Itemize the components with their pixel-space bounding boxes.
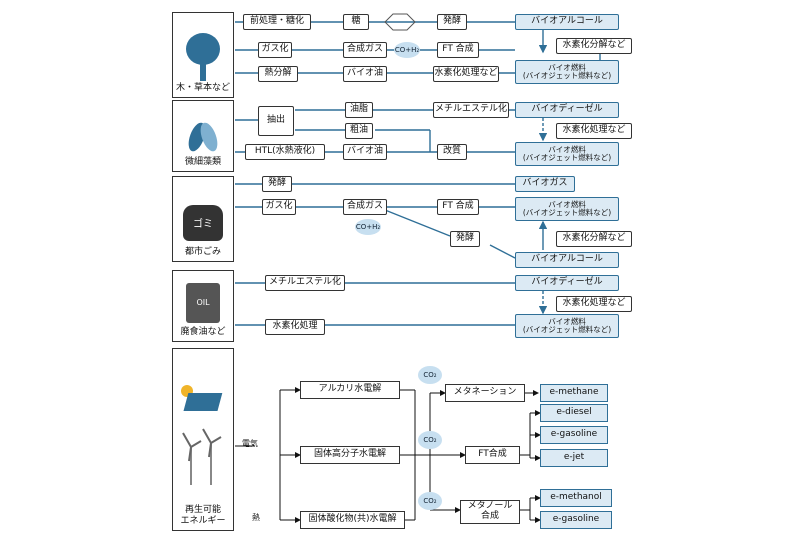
process-methanol-synth: メタノール 合成 (460, 500, 520, 524)
algae-icon (188, 122, 218, 151)
product-e-gasoline-2: e-gasoline (540, 511, 612, 529)
source-algae-label: 微細藻類 (184, 156, 221, 167)
oil-can-text: OIL (196, 298, 210, 308)
product-e-jet: e-jet (540, 449, 608, 467)
source-waste: ゴミ 都市ごみ (172, 176, 234, 262)
process-methylester: メチルエステル化 (433, 102, 509, 118)
coh2-bubble-2: CO+H₂ (355, 219, 381, 235)
heat-label: 熱 (252, 513, 260, 522)
wind-turbine-icon (182, 428, 222, 486)
co2-bubble-3: CO₂ (418, 492, 442, 510)
product-hydrocrack: 水素化分解など (556, 38, 632, 54)
source-waste-label: 都市ごみ (184, 246, 221, 257)
garbage-bag-icon: ゴミ (183, 204, 223, 241)
process-alkaline: アルカリ水電解 (300, 381, 400, 399)
product-hydrotreat2: 水素化処理など (556, 123, 632, 139)
process-upgrade: 改質 (437, 144, 467, 160)
source-oil: OIL 廃食油など (172, 270, 234, 342)
oil-can-icon: OIL (186, 282, 220, 323)
co2-bubble-2: CO₂ (418, 431, 442, 449)
process-hydrotreat: 水素化処理など (433, 66, 499, 82)
product-biofuel-2: バイオ燃料 (バイオジェット燃料など) (515, 142, 619, 166)
tree-icon (186, 32, 220, 81)
source-wood-label: 木・草本など (175, 82, 230, 93)
process-waste-ferment-2: 発酵 (450, 231, 480, 247)
product-bioalcohol-2: バイオアルコール (515, 252, 619, 268)
process-methanation: メタネーション (445, 384, 525, 402)
source-renewable-label: 再生可能 エネルギー (180, 505, 226, 526)
process-pretreat: 前処理・糖化 (243, 14, 311, 30)
product-biofuel-1: バイオ燃料 (バイオジェット燃料など) (515, 60, 619, 84)
coh2-bubble: CO+H₂ (394, 42, 420, 58)
process-gasify: ガス化 (258, 42, 292, 58)
process-pem: 固体高分子水電解 (300, 446, 400, 464)
process-oil-methylester: メチルエステル化 (265, 275, 345, 291)
process-soec: 固体酸化物(共)水電解 (300, 511, 405, 529)
source-algae: 微細藻類 (172, 100, 234, 172)
product-biodiesel: バイオディーゼル (515, 102, 619, 118)
process-extract: 抽出 (258, 106, 294, 136)
product-biogas: バイオガス (515, 176, 575, 192)
sugar-molecule-icon (384, 13, 416, 31)
product-bioalcohol: バイオアルコール (515, 14, 619, 30)
source-renewable: 再生可能 エネルギー (172, 348, 234, 531)
product-hydrocrack-2: 水素化分解など (556, 231, 632, 247)
source-oil-label: 廃食油など (180, 326, 226, 337)
product-e-methanol: e-methanol (540, 489, 612, 507)
product-biofuel-3: バイオ燃料 (バイオジェット燃料など) (515, 197, 619, 221)
process-waste-ferment: 発酵 (262, 176, 292, 192)
process-syngas: 合成ガス (343, 42, 387, 58)
source-wood: 木・草本など (172, 12, 234, 98)
product-e-gasoline: e-gasoline (540, 426, 608, 444)
product-e-methane: e-methane (540, 384, 608, 402)
process-htl: HTL(水熱液化) (245, 144, 325, 160)
solar-panel-icon (181, 385, 223, 412)
process-waste-ft: FT 合成 (437, 199, 479, 215)
process-sugar: 糖 (343, 14, 369, 30)
process-fat: 油脂 (345, 102, 373, 118)
co2-bubble-1: CO₂ (418, 366, 442, 384)
product-biodiesel-2: バイオディーゼル (515, 275, 619, 291)
process-biooil-2: バイオ油 (343, 144, 387, 160)
product-e-diesel: e-diesel (540, 404, 608, 422)
product-biofuel-4: バイオ燃料 (バイオジェット燃料など) (515, 314, 619, 338)
process-oil-hydro: 水素化処理 (265, 319, 325, 335)
process-crude: 粗油 (345, 123, 373, 139)
electricity-label: 電気 (242, 439, 258, 448)
process-ferment: 発酵 (437, 14, 467, 30)
process-waste-gasify: ガス化 (262, 199, 296, 215)
process-ft: FT 合成 (437, 42, 479, 58)
process-biooil: バイオ油 (343, 66, 387, 82)
product-hydrotreat3: 水素化処理など (556, 296, 632, 312)
process-waste-syngas: 合成ガス (343, 199, 387, 215)
gomi-text: ゴミ (193, 219, 213, 231)
process-ft-2: FT合成 (465, 446, 520, 464)
process-pyrolysis: 熱分解 (258, 66, 298, 82)
